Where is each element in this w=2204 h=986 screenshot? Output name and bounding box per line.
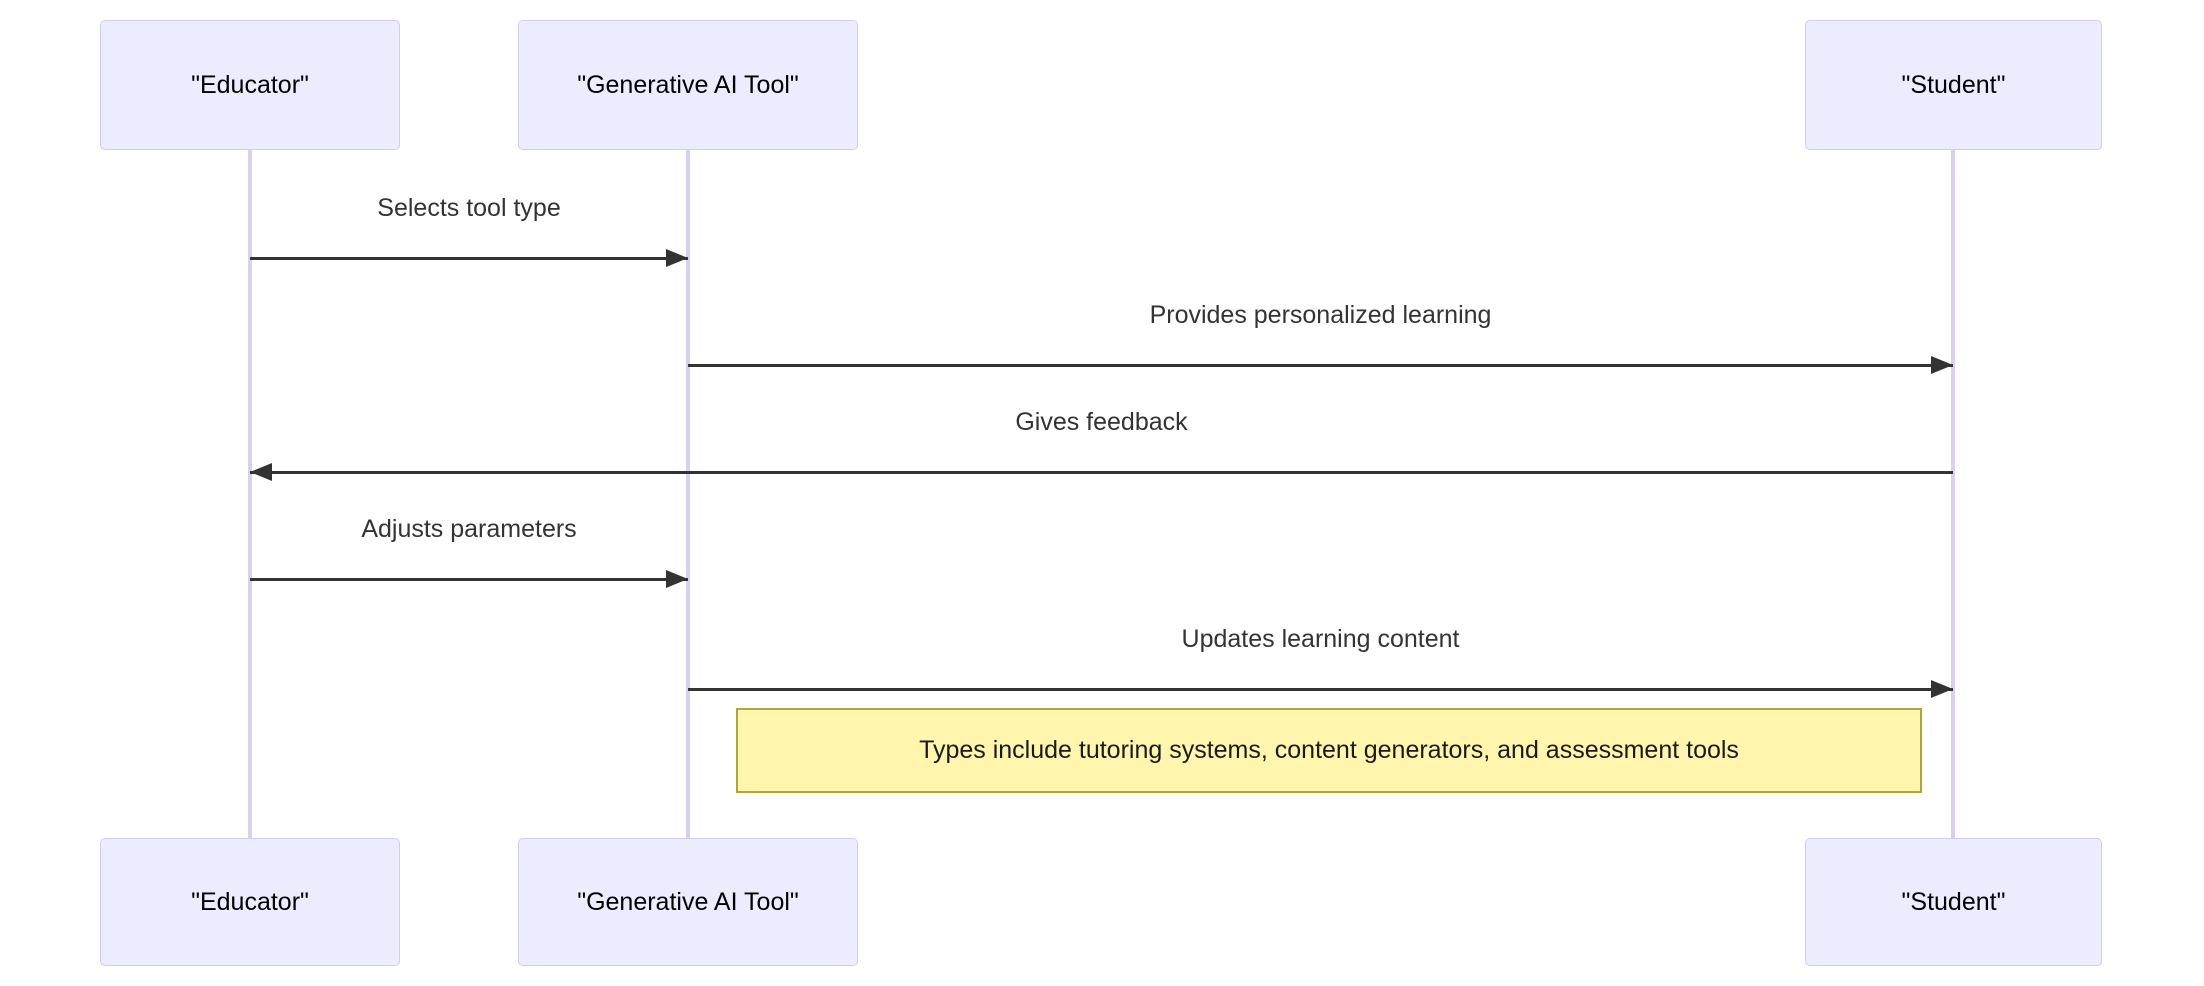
actor-box-bottom-educator: "Educator" — [100, 838, 400, 966]
arrowhead-right-icon — [666, 249, 688, 267]
actor-box-top-educator: "Educator" — [100, 20, 400, 150]
message-selects-tool-type: Selects tool type — [250, 194, 688, 267]
actor-label-educator: "Educator" — [191, 70, 309, 99]
arrowhead-right-icon — [1931, 680, 1953, 698]
arrowhead-left-icon — [250, 463, 272, 481]
note-label: Types include tutoring systems, content … — [919, 736, 1739, 764]
actor-label-generative-ai-tool: "Generative AI Tool" — [577, 70, 799, 99]
message-label: Adjusts parameters — [361, 515, 577, 543]
actor-box-top-generative-ai-tool: "Generative AI Tool" — [518, 20, 858, 150]
message-gives-feedback: Gives feedback — [250, 408, 1953, 481]
message-provides-personalized-learning: Provides personalized learning — [688, 301, 1953, 374]
note-box: Types include tutoring systems, content … — [736, 708, 1922, 793]
message-label: Updates learning content — [1181, 625, 1460, 653]
actor-label-student: "Student" — [1901, 887, 2006, 916]
actor-box-bottom-generative-ai-tool: "Generative AI Tool" — [518, 838, 858, 966]
message-arrow-line — [250, 578, 688, 581]
message-label: Provides personalized learning — [1149, 301, 1492, 329]
lifeline-educator — [248, 150, 252, 838]
message-arrow-line — [250, 471, 1953, 474]
actor-box-top-student: "Student" — [1805, 20, 2102, 150]
actor-label-generative-ai-tool: "Generative AI Tool" — [577, 887, 799, 916]
actor-box-bottom-student: "Student" — [1805, 838, 2102, 966]
message-adjusts-parameters: Adjusts parameters — [250, 515, 688, 588]
lifeline-student — [1951, 150, 1955, 838]
message-arrow-line — [688, 688, 1953, 691]
message-label: Selects tool type — [377, 194, 561, 222]
message-arrow-line — [250, 257, 688, 260]
actor-label-student: "Student" — [1901, 70, 2006, 99]
actor-label-educator: "Educator" — [191, 887, 309, 916]
lifeline-generative-ai-tool — [686, 150, 690, 838]
arrowhead-right-icon — [666, 570, 688, 588]
message-label: Gives feedback — [1015, 408, 1188, 436]
message-arrow-line — [688, 364, 1953, 367]
arrowhead-right-icon — [1931, 356, 1953, 374]
message-updates-learning-content: Updates learning content — [688, 625, 1953, 698]
